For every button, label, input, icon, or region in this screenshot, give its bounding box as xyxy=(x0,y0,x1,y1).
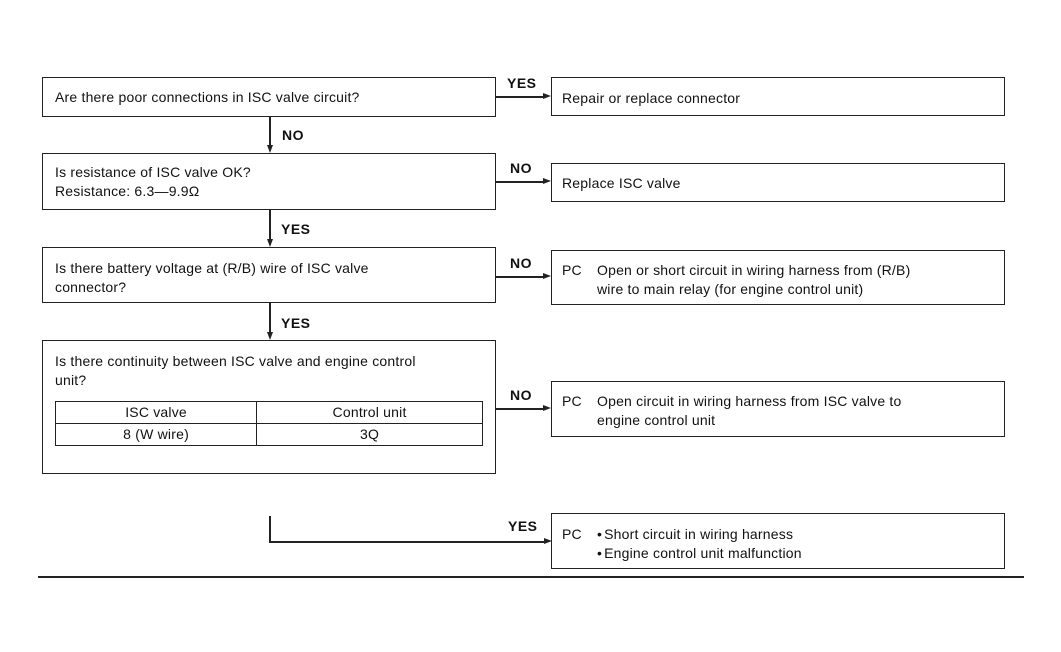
yes-label: YES xyxy=(281,221,311,237)
question-text: Is resistance of ISC valve OK? xyxy=(55,164,251,180)
table-header-cell: Control unit xyxy=(256,401,483,424)
result-bullet: Engine control unit malfunction xyxy=(597,544,996,563)
connector-line xyxy=(269,541,544,543)
arrow-right-icon xyxy=(543,178,551,184)
arrow-right-icon xyxy=(544,538,552,544)
arrow-down-icon xyxy=(267,145,273,153)
pc-label: PC xyxy=(562,262,582,278)
no-label: NO xyxy=(510,255,532,271)
result-bullet: Short circuit in wiring harness xyxy=(597,525,996,544)
no-label: NO xyxy=(510,160,532,176)
question-text: connector? xyxy=(55,279,127,295)
result-text: Repair or replace connector xyxy=(562,90,741,106)
connector-line xyxy=(269,516,271,542)
question-text: Are there poor connections in ISC valve … xyxy=(55,89,360,105)
result-text: engine control unit xyxy=(597,412,716,428)
resistance-spec: Resistance: 6.3—9.9Ω xyxy=(55,183,200,199)
result-box-relay-circuit: PC Open or short circuit in wiring harne… xyxy=(551,250,1005,305)
continuity-table: ISC valve Control unit 8 (W wire) 3Q xyxy=(54,401,483,446)
result-box-short-circuit: PC Short circuit in wiring harness Engin… xyxy=(551,513,1005,569)
question-text: Is there battery voltage at (R/B) wire o… xyxy=(55,260,369,276)
arrow-right-icon xyxy=(543,273,551,279)
result-text: Open or short circuit in wiring harness … xyxy=(597,262,911,278)
connector-line xyxy=(269,117,271,145)
connector-line xyxy=(269,210,271,239)
question-box-battery-voltage: Is there battery voltage at (R/B) wire o… xyxy=(42,247,496,303)
result-box-open-circuit: PC Open circuit in wiring harness from I… xyxy=(551,381,1005,437)
question-box-continuity: Is there continuity between ISC valve an… xyxy=(42,340,496,474)
arrow-down-icon xyxy=(267,332,273,340)
connector-line xyxy=(269,303,271,332)
arrow-down-icon xyxy=(267,239,273,247)
question-box-resistance: Is resistance of ISC valve OK? Resistanc… xyxy=(42,153,496,210)
question-text: Is there continuity between ISC valve an… xyxy=(55,353,416,369)
arrow-right-icon xyxy=(543,405,551,411)
page-divider xyxy=(38,576,1024,578)
pc-label: PC xyxy=(562,393,582,409)
table-header-row: ISC valve Control unit xyxy=(54,401,483,424)
result-text: Replace ISC valve xyxy=(562,175,681,191)
table-cell: 8 (W wire) xyxy=(54,423,258,446)
connector-line xyxy=(496,276,543,278)
question-text: unit? xyxy=(55,372,87,388)
table-cell: 3Q xyxy=(256,423,483,446)
pc-label: PC xyxy=(562,526,582,542)
connector-line xyxy=(496,96,543,98)
connector-line xyxy=(496,408,543,410)
result-box-replace-valve: Replace ISC valve xyxy=(551,163,1005,202)
table-row: 8 (W wire) 3Q xyxy=(54,423,483,446)
question-box-poor-connections: Are there poor connections in ISC valve … xyxy=(42,77,496,117)
yes-label: YES xyxy=(508,518,538,534)
connector-line xyxy=(496,181,543,183)
result-text: wire to main relay (for engine control u… xyxy=(597,281,864,297)
result-text: Open circuit in wiring harness from ISC … xyxy=(597,393,902,409)
yes-label: YES xyxy=(281,315,311,331)
yes-label: YES xyxy=(507,75,537,91)
no-label: NO xyxy=(510,387,532,403)
no-label: NO xyxy=(282,127,304,143)
result-box-repair-connector: Repair or replace connector xyxy=(551,77,1005,116)
table-header-cell: ISC valve xyxy=(54,401,258,424)
arrow-right-icon xyxy=(543,93,551,99)
